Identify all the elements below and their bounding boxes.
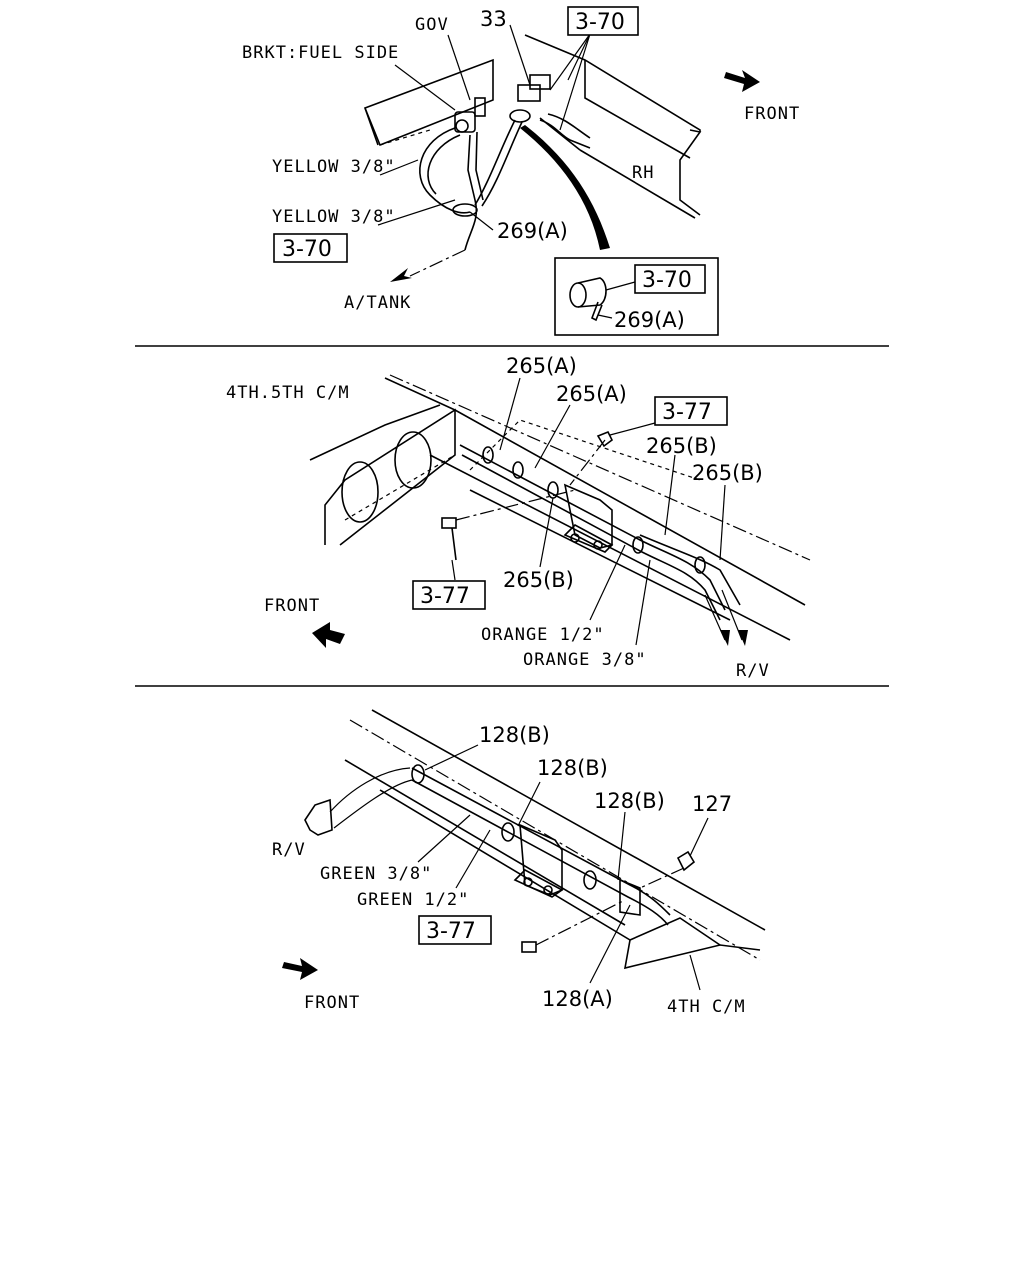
bot-leaders [417,744,709,991]
top-leaders [377,24,591,231]
section-top: BRKT:FUEL SIDE GOV YELLOW 3/8" YELLOW 3/… [242,6,800,336]
front-arrow-top [724,70,760,92]
governor-valve [454,97,486,133]
section-mid: 4TH.5TH C/M FRONT ORANGE 1/2" ORANGE 3/8… [226,354,811,681]
crossmember-4th-5th [309,377,456,546]
ref-3-77-mid-top: 3-77 [662,400,712,425]
detail-pointer [520,125,610,250]
ref-3-77-bot: 3-77 [426,919,476,944]
label-green-3-8: GREEN 3/8" [320,864,432,884]
label-front-mid: FRONT [264,596,320,616]
part-number-265a-1: 265(A) [506,354,577,378]
label-orange-1-2: ORANGE 1/2" [481,625,605,645]
label-orange-3-8: ORANGE 3/8" [523,650,647,670]
nut-mid [569,430,614,486]
pipe-bracket-mid [563,483,614,553]
orange-pipes [459,444,741,621]
frame-rail-rh [524,34,702,219]
label-gov: GOV [415,15,449,35]
ref-3-70-top: 3-70 [575,10,625,35]
part-number-265b-3: 265(B) [503,568,574,592]
label-yellow-3-8-b: YELLOW 3/8" [272,207,396,227]
label-yellow-3-8-a: YELLOW 3/8" [272,157,396,177]
ref-box-3-70-detail[interactable] [634,264,706,294]
frame-rail-bot [344,709,766,970]
ref-box-3-70-left[interactable] [273,233,348,263]
green-pipes [411,764,671,926]
part-number-128b-2: 128(B) [537,756,608,780]
rv-connector [304,767,413,836]
part-number-269a-detail: 269(A) [614,308,685,332]
front-arrow-bot [282,958,318,980]
nut-127 [639,850,696,889]
bolt-mid [441,489,576,561]
part-number-265b-2: 265(B) [692,461,763,485]
part-number-127: 127 [692,792,732,816]
part-33-clip [509,74,591,149]
a-tank-arrow [390,268,412,282]
ref-3-70-detail: 3-70 [642,268,692,293]
part-number-33: 33 [480,7,507,31]
bolt-bot [521,899,626,953]
part-number-128b-3: 128(B) [594,789,665,813]
rv-arrow-line-2 [721,589,743,641]
part-number-265b-1: 265(B) [646,434,717,458]
pipe-bracket-bot [513,823,564,898]
front-arrow-mid [312,622,345,648]
label-rv-bot: R/V [272,840,306,860]
mid-leaders [451,377,726,646]
part-number-128a: 128(A) [542,987,613,1011]
label-front-bot: FRONT [304,993,360,1013]
ref-box-3-77-mid-bottom[interactable] [412,580,486,610]
label-4th-cm: 4TH C/M [667,997,746,1017]
label-rv-mid: R/V [736,661,770,681]
label-a-tank: A/TANK [344,293,411,313]
label-rh: RH [632,163,654,183]
label-4th-5th-cm: 4TH.5TH C/M [226,383,350,403]
rv-arrowhead-1 [720,630,730,646]
ref-box-3-77-bot[interactable] [418,915,492,945]
part-number-265a-2: 265(A) [556,382,627,406]
label-green-1-2: GREEN 1/2" [357,890,469,910]
ref-3-70-left: 3-70 [282,237,332,262]
part-number-269a: 269(A) [497,219,568,243]
fuel-side-bracket [363,58,494,147]
ref-box-3-70-top[interactable] [567,6,639,36]
ref-3-77-mid-bottom: 3-77 [420,584,470,609]
part-number-128b-1: 128(B) [479,723,550,747]
ref-box-3-77-mid-top[interactable] [654,396,728,426]
label-brkt-fuel-side: BRKT:FUEL SIDE [242,43,399,63]
yellow-pipes [409,119,523,277]
label-front-top: FRONT [744,104,800,124]
section-bot: R/V GREEN 3/8" GREEN 1/2" FRONT 4TH C/M … [272,709,766,1017]
rv-arrowhead-2 [738,630,748,646]
